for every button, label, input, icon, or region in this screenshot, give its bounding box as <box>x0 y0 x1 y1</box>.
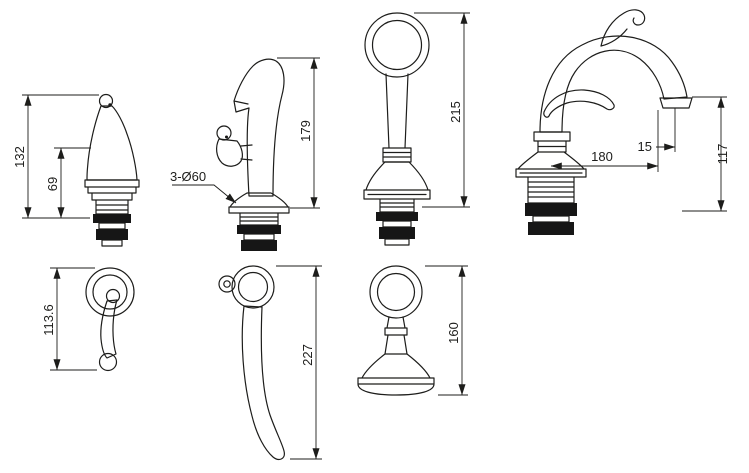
dim-cradle-height: 160 <box>425 265 468 396</box>
handle-escutcheon-inner <box>92 274 128 310</box>
dim-shower-height: 215 <box>414 12 470 208</box>
tub-spout-side-view <box>515 9 693 235</box>
dim-label-179: 179 <box>298 120 313 142</box>
lever-side-view <box>218 265 285 461</box>
lever-escutcheon-outer <box>231 265 275 309</box>
lever-escutcheon-inner <box>237 271 269 303</box>
dim-tub-spout-height: 117 <box>682 96 730 212</box>
dim-label-180: 180 <box>591 149 613 164</box>
dim-handle-side-length: 113.6 <box>41 267 97 371</box>
dim-tub-spout-offset: 15 <box>638 108 676 154</box>
tub-spout-lever <box>543 89 615 118</box>
handle-lever-ball <box>98 352 118 372</box>
hand-shower-front-view <box>363 12 431 246</box>
cradle-ring-inner <box>376 272 416 312</box>
cradle-front-view <box>357 265 435 396</box>
handle-cartridge <box>93 214 131 240</box>
handle-side-view <box>85 267 135 372</box>
shower-handle <box>382 73 412 163</box>
dim-tub-spout-reach: 180 <box>550 110 659 172</box>
extension-lines <box>22 94 99 219</box>
lever-index-knob-center <box>223 280 231 288</box>
shower-cartridge <box>376 212 418 239</box>
spout-body <box>233 58 285 197</box>
spout-cartridge <box>237 225 281 251</box>
dim-label-132: 132 <box>12 146 27 168</box>
dim-handle-upper: 69 <box>45 147 91 219</box>
handle-knob <box>98 93 114 109</box>
shower-head-face <box>371 19 423 71</box>
cradle-base <box>357 353 435 396</box>
extension-lines <box>276 265 322 460</box>
spout-handle-knob <box>216 125 232 141</box>
spout-handle-dot <box>225 135 228 139</box>
tub-spout-outlet <box>659 97 693 109</box>
dim-label-215: 215 <box>448 101 463 123</box>
dim-label-160: 160 <box>446 322 461 344</box>
tub-spout-arc <box>539 35 688 133</box>
lever-long-arm <box>241 305 285 461</box>
handle-escutcheon-outer <box>85 267 135 317</box>
handle-body <box>86 105 138 181</box>
holes-note-label: 3-Ø60 <box>170 169 206 184</box>
lever-index-knob <box>218 275 236 293</box>
dim-lever-length: 227 <box>276 265 322 460</box>
cradle-ring-outer <box>369 265 423 319</box>
handle-hub <box>105 288 121 304</box>
dim-label-227: 227 <box>300 344 315 366</box>
note-mounting-holes: 3-Ø60 <box>170 169 237 204</box>
leader-line <box>172 184 237 204</box>
handle-front-view <box>84 93 140 247</box>
shower-head-rim <box>364 12 430 78</box>
dim-spout-height: 179 <box>277 57 320 209</box>
cradle-stem <box>384 316 408 355</box>
tub-spout-finial <box>600 9 646 47</box>
dim-label-117: 117 <box>715 144 730 165</box>
handle-lever-arm <box>100 299 118 359</box>
spout-side-handle <box>216 138 253 167</box>
dim-label-69: 69 <box>45 177 60 191</box>
dim-label-15: 15 <box>638 139 652 154</box>
dim-handle-overall: 132 <box>12 94 99 219</box>
tub-spout-cartridge <box>525 203 577 235</box>
dim-label-113-6: 113.6 <box>41 304 56 336</box>
spout-front-view <box>216 58 290 251</box>
